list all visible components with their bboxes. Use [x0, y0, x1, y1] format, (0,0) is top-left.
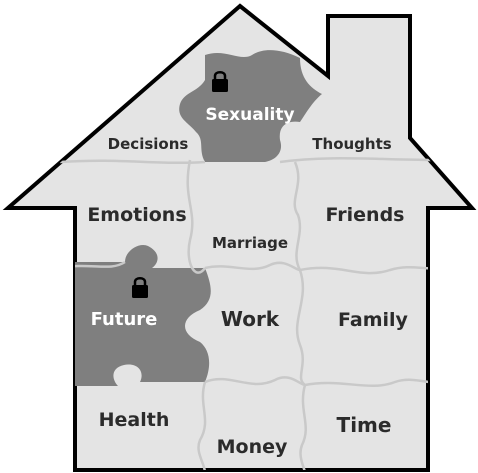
family-label: Family — [338, 309, 409, 331]
sexuality-label: Sexuality — [205, 105, 294, 125]
thoughts-label: Thoughts — [312, 135, 391, 153]
lock-icon — [212, 71, 228, 92]
future-piece — [60, 244, 211, 386]
lock-icon — [132, 277, 148, 298]
friends-label: Friends — [326, 204, 405, 226]
work-label: Work — [221, 307, 280, 331]
future-label: Future — [91, 309, 158, 330]
emotions-label: Emotions — [87, 204, 186, 226]
health-label: Health — [99, 409, 170, 431]
decisions-label: Decisions — [108, 135, 189, 153]
money-label: Money — [217, 436, 288, 458]
marriage-label: Marriage — [212, 234, 288, 252]
time-label: Time — [337, 413, 392, 437]
